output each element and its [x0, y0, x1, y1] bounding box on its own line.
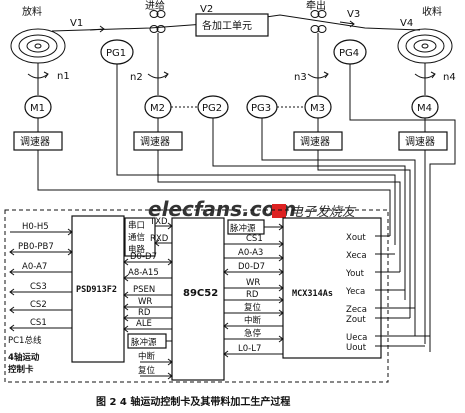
processing-unit-label: 各加工单元: [202, 19, 252, 32]
n4-label: n4: [443, 72, 456, 83]
card-label-line1: 4轴运动: [8, 352, 40, 363]
sig-d07-mid: D0-D7: [130, 252, 157, 262]
out-yout: Yout: [345, 269, 365, 279]
sig-ale: ALE: [136, 319, 152, 329]
psd913f2-chip: [71, 215, 125, 363]
speed-controller-4-label: 调速器: [405, 136, 435, 148]
sig-h0h5: H0-H5: [22, 222, 49, 232]
out-xeca: Xeca: [346, 251, 367, 261]
speed-controller-2-label: 调速器: [140, 136, 170, 148]
speed-controller-1-label: 调速器: [20, 136, 50, 148]
bus-a03: A0-A3: [238, 248, 263, 258]
control-card-boundary: [4, 209, 389, 383]
out-uout: Uout: [346, 343, 367, 353]
axis-outputs: Xout Xeca Yout Yeca Zeca Zout Ueca Uout: [345, 233, 430, 353]
sig-rd-mid: RD: [138, 308, 151, 318]
pulse-source-1-label: 脉冲源: [230, 223, 256, 234]
unwind-reel: [10, 28, 66, 64]
mcx314as-chip: [282, 217, 382, 359]
m3-label: M3: [310, 103, 325, 114]
pullout-rollers: [310, 10, 327, 33]
production-line: 放料 V1 V2 V3 V4 进给 各加工单元 牵出: [10, 0, 456, 352]
pg2-label: PG2: [202, 103, 222, 114]
pulse-source-2-label: 脉冲源: [131, 337, 157, 348]
pg1-label: PG1: [106, 48, 126, 59]
sig-txd: TXD: [149, 217, 168, 227]
out-yeca: Yeca: [345, 287, 365, 297]
watermark: elecfans.com 电子发烧友: [148, 197, 357, 221]
bus-reset: 复位: [244, 302, 262, 313]
v1-label: V1: [70, 18, 83, 29]
rewind-reel: [397, 28, 453, 64]
mcu-89c52-label: 89C52: [183, 288, 218, 299]
speed-controller-3-label: 调速器: [300, 136, 330, 148]
serial-line3: 电路: [128, 244, 146, 255]
left-signals: H0-H5 PB0-PB7 A0-A7 CS3 CS2 CS1 PC1总线 4轴…: [8, 222, 73, 375]
sig-psen: PSEN: [133, 285, 155, 295]
bus-rd: RD: [246, 290, 259, 300]
out-ueca: Ueca: [346, 333, 367, 343]
sig-a815: A8-A15: [128, 268, 159, 278]
figure-caption: 图 2 4 轴运动控制卡及其带料加工生产过程: [96, 395, 290, 408]
bus-cs1: CS1: [246, 234, 263, 244]
sig-a0a7: A0-A7: [22, 262, 47, 272]
out-zeca: Zeca: [346, 305, 367, 315]
m1-label: M1: [30, 103, 45, 114]
serial-comm-circuit: [124, 217, 156, 257]
serial-line2: 通信: [128, 232, 146, 243]
bus-intr: 中断: [244, 315, 262, 326]
right-bus: CS1 A0-A3 D0-D7 WR RD 复位 中断 急停 L0-L7: [223, 223, 284, 358]
sig-reset-mid: 复位: [138, 365, 156, 376]
watermark-cn: 电子发烧友: [290, 205, 357, 220]
feed-rollers: [149, 10, 166, 33]
mcx314as-label: MCX314As: [292, 289, 333, 299]
feed-label: 进给: [145, 0, 165, 12]
bus-wr: WR: [246, 278, 260, 288]
m4-label: M4: [417, 103, 432, 114]
m2-label: M2: [150, 103, 165, 114]
pg4-label: PG4: [339, 48, 359, 59]
watermark-site: elecfans.com: [148, 197, 296, 221]
bus-estop: 急停: [244, 328, 262, 339]
unwind-label: 放料: [22, 5, 42, 18]
out-zout: Zout: [346, 315, 366, 325]
bus-l07: L0-L7: [238, 344, 261, 354]
rewind-label: 收料: [422, 5, 442, 18]
speed-controller-4: [398, 131, 448, 151]
pullout-label: 牵出: [306, 0, 326, 12]
sig-cs3: CS3: [30, 282, 47, 292]
v3-label: V3: [347, 9, 360, 20]
sig-cs2: CS2: [30, 300, 47, 310]
bus-label: PC1总线: [8, 335, 42, 346]
out-xout: Xout: [346, 233, 366, 243]
pg3-label: PG3: [251, 103, 271, 114]
sig-cs1: CS1: [30, 318, 47, 328]
bus-d07: D0-D7: [238, 262, 265, 272]
sig-rxd: RXD: [150, 234, 169, 244]
sig-pb0pb7: PB0-PB7: [18, 242, 54, 252]
v4-label: V4: [400, 18, 413, 29]
n1-label: n1: [57, 71, 70, 82]
psd913f2-label: PSD913F2: [76, 285, 117, 295]
n3-label: n3: [294, 72, 307, 83]
sig-wr-mid: WR: [138, 297, 152, 307]
n2-label: n2: [130, 72, 143, 83]
watermark-logo-icon: [272, 204, 286, 218]
mcu-89c52-chip: [171, 217, 225, 381]
serial-line1: 串口: [128, 221, 145, 231]
v2-label: V2: [200, 4, 213, 15]
mid-signals: TXD RXD D0-D7 A8-A15 PSEN WR RD ALE 中断 复…: [123, 217, 173, 380]
processing-unit-box: [195, 13, 269, 37]
sig-intr-mid: 中断: [138, 351, 156, 362]
card-label-line2: 控制卡: [8, 364, 34, 375]
